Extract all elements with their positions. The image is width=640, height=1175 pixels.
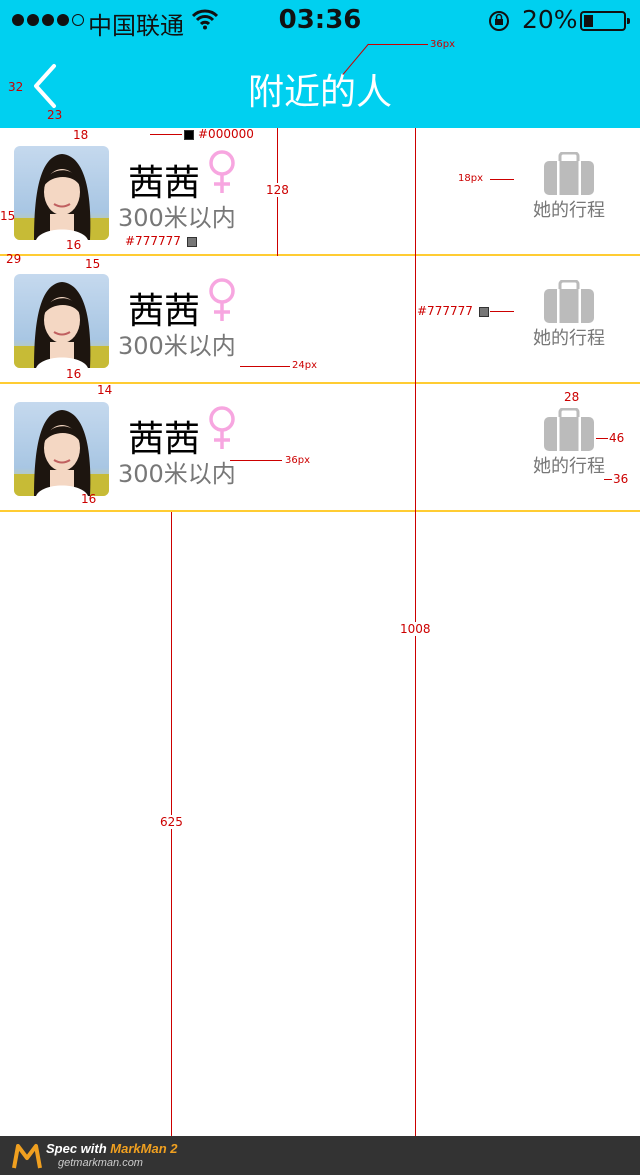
spec-gap-14: 14 (97, 383, 113, 397)
footer-site: getmarkman.com (58, 1157, 143, 1169)
person-distance: 300米以内 (118, 204, 236, 232)
spec-back-bottom: 23 (47, 108, 63, 122)
footer-brand: Spec with MarkMan 2 (46, 1141, 178, 1156)
female-icon (209, 278, 235, 321)
spec-empty-height: 625 (160, 815, 183, 829)
wifi-icon (192, 9, 218, 30)
spec-trip-label-size: 18px (458, 173, 483, 184)
avatar (14, 402, 109, 496)
her-trip-button[interactable]: 她的行程 (526, 408, 612, 478)
nearby-people-list: 茜茜 300米以内 她的行程 (0, 128, 640, 512)
spec-divider-left: 29 (6, 252, 22, 266)
rotation-lock-icon (489, 11, 509, 31)
spec-avatar-bottom-2: 16 (66, 367, 82, 381)
back-chevron-icon[interactable] (26, 60, 66, 112)
carrier-name: 中国联通 (88, 12, 184, 40)
spec-trip-right-46: 46 (609, 431, 625, 445)
spec-trip-right-36: 36 (613, 472, 629, 486)
markman-footer: Spec with MarkMan 2 getmarkman.com (0, 1136, 640, 1175)
spec-distance-color: #777777 (125, 234, 201, 248)
trip-label: 她的行程 (533, 456, 605, 477)
her-trip-button[interactable]: 她的行程 (526, 280, 612, 350)
person-row[interactable]: 茜茜 300米以内 她的行程 (0, 384, 640, 512)
person-name: 茜茜 (128, 163, 201, 204)
spec-avatar-bottom: 16 (66, 238, 82, 252)
trip-label: 她的行程 (533, 200, 605, 221)
spec-trip-gap: 28 (564, 390, 580, 404)
status-bar: 中国联通 03:36 20% (0, 0, 640, 40)
spec-distance-size: 24px (292, 360, 317, 371)
spec-title-size: 36px (430, 39, 455, 50)
luggage-icon (544, 152, 594, 195)
trip-label: 她的行程 (533, 328, 605, 349)
spec-avatar-top: 18 (73, 128, 89, 142)
luggage-icon (544, 280, 594, 323)
spec-trip-color: #777777 (417, 304, 493, 318)
battery-icon (580, 11, 630, 31)
spec-back-left: 32 (8, 80, 24, 94)
spec-name-color: #000000 (184, 127, 254, 141)
person-row[interactable]: 茜茜 300米以内 她的行程 (0, 128, 640, 256)
luggage-icon (544, 408, 594, 451)
clock: 03:36 (278, 5, 362, 35)
spec-avatar-top-2: 15 (85, 257, 101, 271)
spec-left-15: 15 (0, 209, 16, 223)
person-name: 茜茜 (128, 291, 201, 332)
avatar (14, 146, 109, 240)
her-trip-button[interactable]: 她的行程 (526, 152, 612, 222)
person-name: 茜茜 (128, 419, 201, 460)
spec-name-size: 36px (285, 455, 310, 466)
person-distance: 300米以内 (118, 332, 236, 360)
signal-strength-icon (12, 14, 84, 26)
avatar (14, 274, 109, 368)
spec-row-height: 128 (266, 183, 289, 197)
spec-list-height: 1008 (400, 622, 431, 636)
battery-percent: 20% (522, 5, 578, 34)
female-icon (209, 150, 235, 193)
page-title: 附近的人 (247, 72, 392, 113)
person-row[interactable]: 茜茜 300米以内 她的行程 (0, 256, 640, 384)
markman-logo-icon (12, 1144, 42, 1169)
person-distance: 300米以内 (118, 460, 236, 488)
spec-avatar-bottom-3: 16 (81, 492, 97, 506)
header: 中国联通 03:36 20% 附近的人 (0, 0, 640, 128)
female-icon (209, 406, 235, 449)
